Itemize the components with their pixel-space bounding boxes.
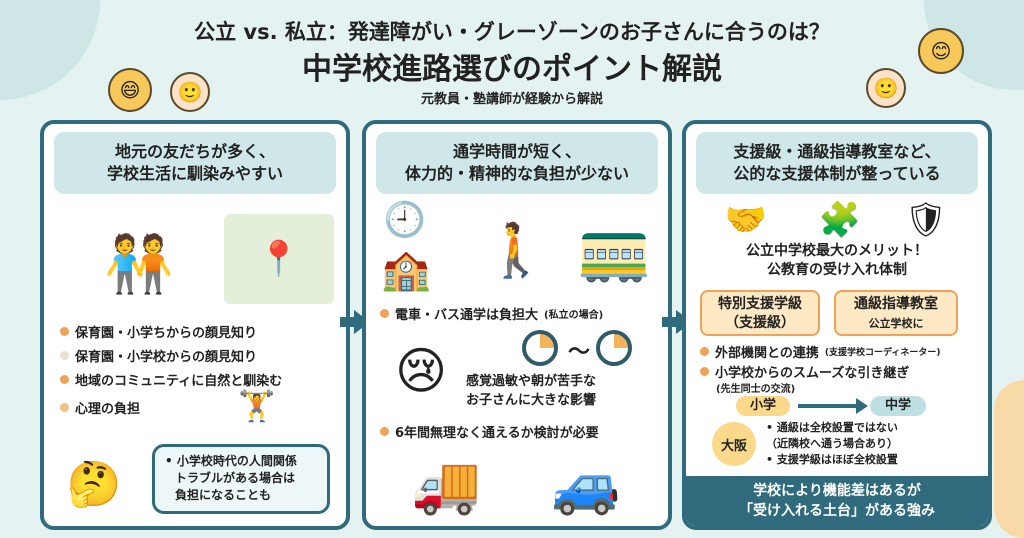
arrow-icon [798, 404, 858, 408]
puzzle-icon: 🧩 [818, 200, 862, 240]
bullet-item: 地域のコミュニティに自然と馴染む [60, 370, 282, 389]
speech-bubble: • 小学校時代の人間関係 トラブルがある場合は 負担になることも [152, 444, 330, 514]
sub-bullet-line: お子さんに大きな影響 [466, 393, 597, 408]
panel-heading: 地元の友だちが多く、 学校生活に馴染みやすい [54, 132, 336, 194]
sub-bullet: 感覚過敏や朝が苦手な お子さんに大きな影響 [466, 372, 596, 410]
school-icon: 🏫 [381, 246, 431, 293]
smiley-icon: 😄 [108, 68, 152, 112]
box-line: 通級指導教室 [854, 296, 938, 312]
bubble-line: 負担になることも [175, 488, 272, 502]
shield-icon: 🛡 [904, 200, 948, 240]
footer-line: 「受け入れる土台」がある強み [739, 503, 935, 519]
elementary-pill: 小学 [736, 396, 790, 416]
box-line: （支援級） [725, 315, 795, 331]
car-icon: 🚙 [551, 453, 621, 518]
box-line: 公立学校に [868, 317, 924, 330]
clock-icon [596, 330, 632, 366]
tired-student-icon: 😢 [394, 342, 448, 400]
sub-bullet-line: 感覚過敏や朝が苦手な [466, 374, 597, 389]
heading-line: 通学時間が短く、 [452, 142, 581, 161]
decor-blob [994, 380, 1024, 538]
resource-room-box: 通級指導教室 公立学校に [834, 290, 958, 336]
heading-line: 公的な支援体制が整っている [733, 164, 941, 183]
arrow-head [856, 398, 868, 414]
panel-heading: 通学時間が短く、 体力的・精神的な負担が少ない [376, 132, 658, 194]
tilde: 〜 [568, 340, 591, 365]
thinking-face-icon: 🤔 [66, 459, 122, 510]
panel-local-friends: 地元の友だちが多く、 学校生活に馴染みやすい 🧑‍🤝‍🧑 📍 保育園・小学ちから… [40, 120, 350, 530]
bullet-item: 保育園・小学校からの顔見知り [60, 346, 257, 365]
students-highfive-icon: 🧑‍🤝‍🧑 [104, 232, 174, 297]
panel-heading: 支援級・通級指導教室など、 公的な支援体制が整っている [696, 132, 978, 194]
bullet-item: 保育園・小学ちからの顔見知り [60, 322, 257, 341]
box-line: 特別支援学級 [718, 296, 802, 312]
merit-line: 公教育の受け入れ体制 [767, 262, 907, 278]
heading-line: 支援級・通級指導教室など、 [733, 142, 941, 161]
page-title: 中学校進路選びのポイント解説 [302, 52, 722, 87]
bubble-line: トラブルがある場合は [175, 471, 296, 485]
map-pin-icon: 📍 [224, 214, 334, 304]
clock-icon [522, 330, 558, 366]
subtitle: 元教員・塾講師が経験から解説 [420, 92, 603, 107]
heading-line: 地元の友だちが多く、 [114, 142, 275, 161]
bullet-item: 電車・バス通学は負担大(私立の場合) [380, 304, 603, 323]
girl-icon: 🙂 [170, 72, 210, 112]
region-note: • 支援学級はほぼ全校設置 [766, 453, 898, 466]
merit-text: 公立中学校最大のメリット！ 公教育の受け入れ体制 [686, 242, 988, 280]
bullet-note: (先生同士の交流) [716, 384, 796, 395]
heading-line: 学校生活に馴染みやすい [106, 164, 283, 183]
bullet-item: 小学校からのスムーズな引き継ぎ [700, 362, 909, 381]
panel-support-system: 支援級・通級指導教室など、 公的な支援体制が整っている 🤝 🧩 🛡 公立中学校最… [682, 120, 992, 530]
panel-footer: 学校により機能差はあるが 「受け入れる土台」がある強み [686, 476, 988, 526]
merit-line: 公立中学校最大のメリット！ [746, 243, 928, 259]
region-note: （近隣校へ通う場合あり） [766, 437, 898, 450]
footer-line: 学校により機能差はあるが [753, 483, 921, 499]
dumbbell-icon: 🏋 [238, 388, 276, 424]
special-class-box: 特別支援学級 （支援級） [700, 290, 820, 336]
region-notes: • 通級は全校設置ではない （近隣校へ通う場合あり） • 支援学級はほぼ全校設置 [766, 420, 898, 468]
clock-icon: 🕘 [383, 200, 427, 240]
junior-high-pill: 中学 [870, 396, 926, 416]
bullet-item: 心理の負担 [60, 398, 140, 417]
bullet-item: 6年間無理なく通えるか検討が必要 [380, 422, 599, 441]
handshake-icon: 🤝 [724, 200, 768, 240]
title-line1: 公立 vs. 私立：発達障がい・グレーゾーンのお子さんに合うのは？ [194, 20, 830, 44]
smiley-icon: 😊 [918, 28, 964, 74]
heading-line: 体力的・精神的な負担が少ない [404, 164, 629, 183]
panel-commute: 通学時間が短く、 体力的・精神的な負担が少ない 🕘 🏫 🚶 🚃 電車・バス通学は… [362, 120, 672, 530]
boy-icon: 🙂 [866, 68, 906, 108]
walking-student-icon: 🚶 [483, 220, 549, 281]
region-note: • 通級は全校設置ではない [766, 421, 898, 434]
region-badge: 大阪 [712, 422, 756, 466]
bubble-line: • 小学校時代の人間関係 [165, 454, 297, 468]
bullet-item: 外部機関との連携(支援学校コーディネーター) [700, 342, 940, 361]
truck-icon: 🚚 [411, 453, 481, 518]
train-icon: 🚃 [576, 214, 652, 285]
